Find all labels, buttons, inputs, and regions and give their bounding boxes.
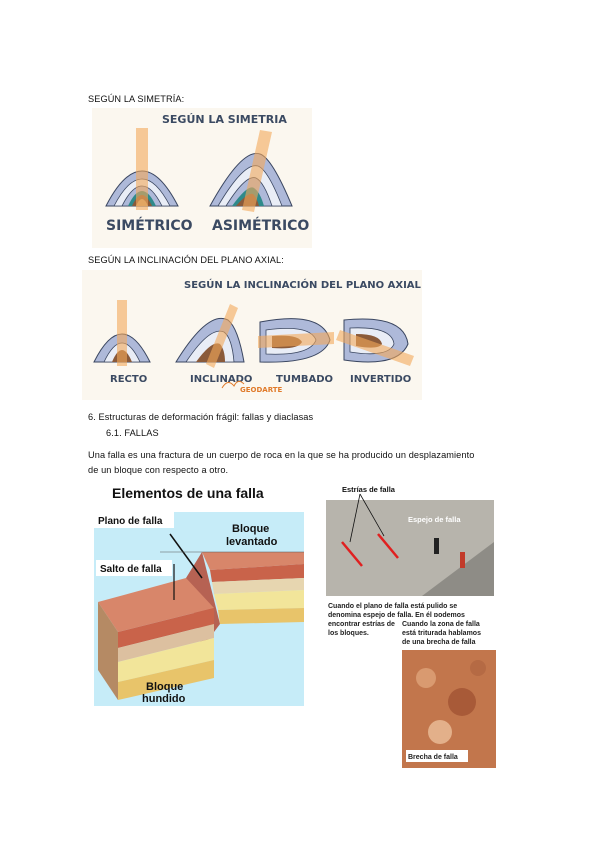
figure-fault-photos: Estrías de falla Espejo de falla Cuando … xyxy=(326,485,496,768)
fig-symmetry-title: SEGÚN LA SIMETRIA xyxy=(162,113,287,126)
raised-block xyxy=(202,552,304,624)
geodarte-watermark: GEODARTE xyxy=(240,386,283,394)
figure-fault-elements: Elementos de una falla Plano de falla Bl… xyxy=(94,485,304,706)
fold-tumbado xyxy=(258,318,334,363)
caption2-line3: de una brecha de falla xyxy=(402,639,476,646)
people xyxy=(434,538,465,568)
symmetric-fold xyxy=(105,128,179,210)
fault-title: Elementos de una falla xyxy=(112,485,264,501)
heading-inclination: SEGÚN LA INCLINACIÓN DEL PLANO AXIAL: xyxy=(88,255,284,265)
caption1-line2: denomina espejo de falla. En él podemos xyxy=(328,612,465,619)
caption1-line3: encontrar estrías de xyxy=(328,621,395,628)
list-item-6-1: 6.1. FALLAS xyxy=(106,428,159,438)
label-bloque-levantado-1: Bloque xyxy=(232,523,269,535)
figure-inclination: SEGÚN LA INCLINACIÓN DEL PLANO AXIAL REC… xyxy=(82,270,422,400)
sunken-block xyxy=(98,578,214,700)
label-bloque-hundido-1: Bloque xyxy=(146,681,183,693)
fig-inclination-title: SEGÚN LA INCLINACIÓN DEL PLANO AXIAL xyxy=(184,278,422,291)
label-simetrico: SIMÉTRICO xyxy=(106,217,193,234)
levantado-label-box xyxy=(218,520,282,550)
geodarte-logo xyxy=(221,380,245,389)
plano-label-box xyxy=(94,512,174,528)
label-salto-de-falla: Salto de falla xyxy=(100,564,162,575)
label-bloque-hundido-2: hundido xyxy=(142,693,186,705)
caption1-line4: los bloques. xyxy=(328,630,369,637)
plano-arrow xyxy=(169,533,203,579)
label-recto: RECTO xyxy=(110,374,147,385)
label-bloque-levantado-2: levantado xyxy=(226,536,278,548)
label-espejo: Espejo de falla xyxy=(408,515,461,524)
heading-symmetry: SEGÚN LA SIMETRÍA: xyxy=(88,94,185,104)
paragraph-line-1: Una falla es una fractura de un cuerpo d… xyxy=(88,450,475,460)
label-asimetrico: ASIMÉTRICO xyxy=(212,217,309,234)
label-plano-de-falla: Plano de falla xyxy=(98,516,163,527)
fold-invertido xyxy=(336,318,414,366)
fold-recto xyxy=(93,300,151,366)
label-invertido: INVERTIDO xyxy=(350,374,411,385)
label-inclinado: INCLINADO xyxy=(190,374,252,385)
label-brecha: Brecha de falla xyxy=(408,754,458,761)
label-tumbado: TUMBADO xyxy=(276,374,333,385)
fold-inclinado xyxy=(175,304,245,368)
paragraph-line-2: de un bloque con respecto a otro. xyxy=(88,465,229,475)
figure-symmetry: SEGÚN LA SIMETRIA SIMÉTRICO ASIMÉTRICO xyxy=(92,108,312,248)
asymmetric-fold xyxy=(209,130,293,212)
caption1-line1: Cuando el plano de falla está pulido se xyxy=(328,603,457,610)
salto-label-box xyxy=(96,560,172,576)
caption2-line1: Cuando la zona de falla xyxy=(402,621,480,628)
label-estrias: Estrías de falla xyxy=(342,485,396,494)
list-item-6: 6. Estructuras de deformación frágil: fa… xyxy=(88,412,314,422)
caption2-line2: está triturada hablamos xyxy=(402,630,481,637)
caption2-box xyxy=(398,617,496,647)
